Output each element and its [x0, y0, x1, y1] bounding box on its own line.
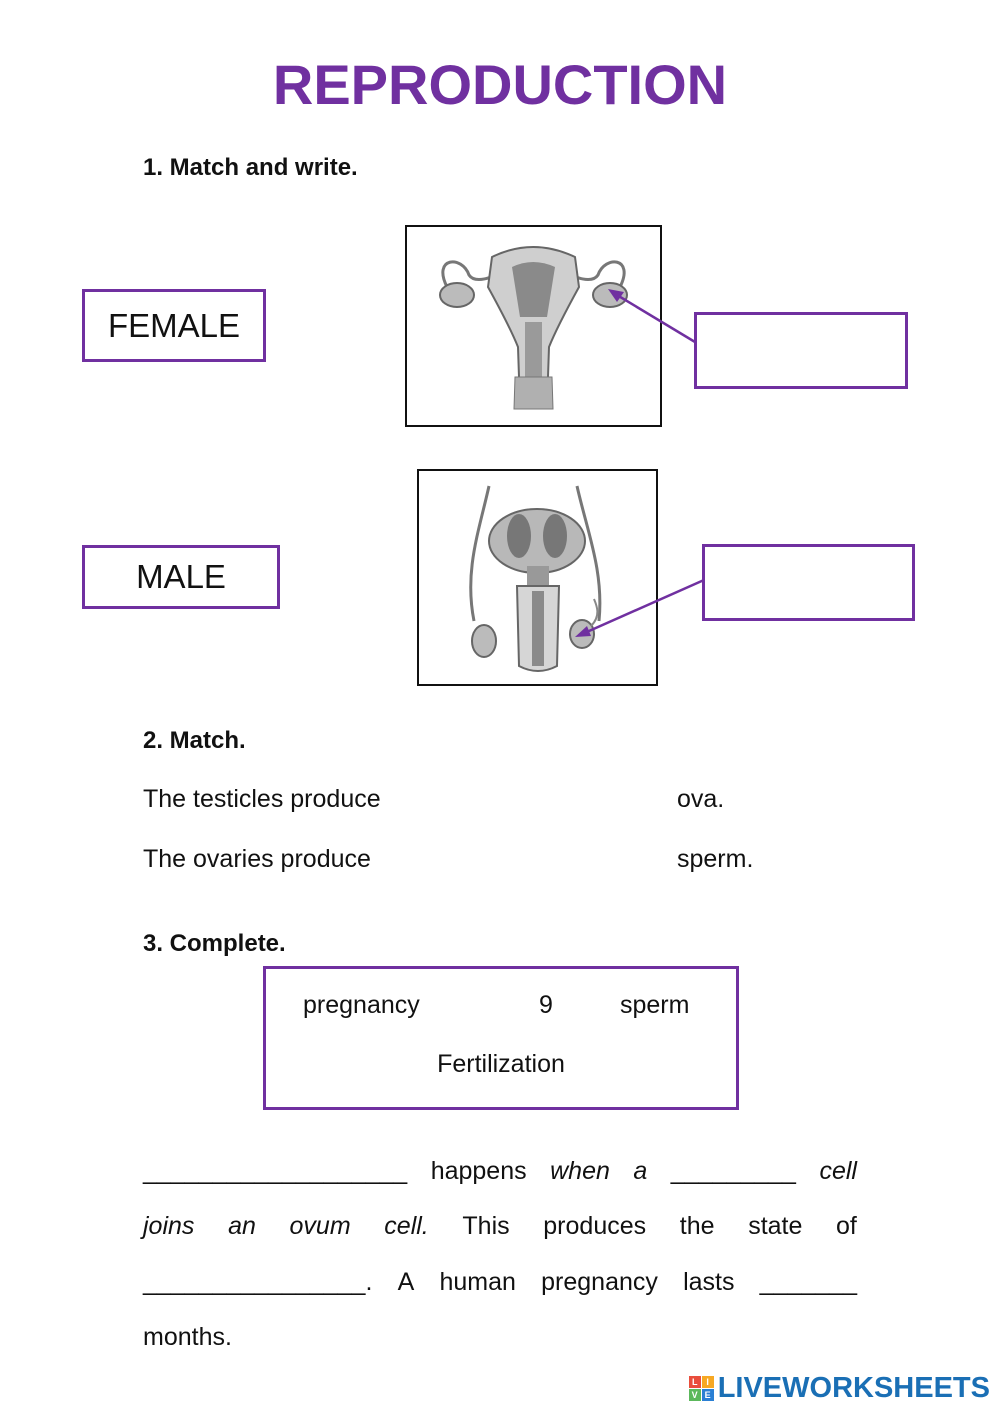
female-pointer-arrow [608, 289, 696, 344]
word-bank-item: pregnancy [303, 991, 420, 1019]
male-label: MALE [82, 545, 280, 609]
section2-heading: 2. Match. [143, 727, 246, 754]
paragraph-word: a [633, 1157, 648, 1185]
brand-mark-letter: V [688, 1389, 701, 1401]
paragraph-word: pregnancy [541, 1268, 658, 1296]
female-label: FEMALE [82, 289, 266, 362]
word-bank-item: Fertilization [437, 1050, 565, 1078]
paragraph-word: produces [543, 1212, 647, 1240]
paragraph-line-2: joins an ovum cell. This produces the st… [143, 1212, 857, 1241]
paragraph-word: when [550, 1157, 610, 1185]
brand-text: LIVEWORKSHEETS [717, 1372, 990, 1404]
male-answer-field[interactable] [702, 544, 915, 621]
paragraph-word: A [397, 1268, 415, 1296]
male-reproductive-illustration [469, 485, 602, 672]
paragraph-word: happens [430, 1157, 527, 1185]
male-pointer-arrow [575, 578, 705, 637]
word-bank-item: 9 [539, 991, 553, 1019]
female-answer-field[interactable] [694, 312, 908, 389]
match-left-2[interactable]: The ovaries produce [143, 845, 371, 873]
brand-mark-icon: L I V E [688, 1376, 714, 1401]
blank-field[interactable]: ___________________ [143, 1157, 408, 1185]
male-anatomy-image [417, 469, 658, 686]
female-anatomy-image [405, 225, 662, 427]
female-reproductive-illustration [439, 246, 628, 410]
paragraph-word: human [439, 1268, 516, 1296]
match-left-1[interactable]: The testicles produce [143, 785, 381, 813]
word-bank-item: sperm [620, 991, 690, 1019]
paragraph-word: the [679, 1212, 715, 1240]
word-bank: pregnancy 9 sperm Fertilization [263, 966, 739, 1110]
blank-field[interactable]: ________________. [143, 1268, 373, 1296]
paragraph-word: of [836, 1212, 857, 1240]
page-title: REPRODUCTION [272, 53, 728, 116]
match-right-2[interactable]: sperm. [677, 845, 754, 873]
paragraph-word: state [748, 1212, 803, 1240]
paragraph-line-1: ___________________ happens when a _____… [143, 1157, 857, 1186]
brand-mark-letter: E [701, 1389, 714, 1401]
section1-heading: 1. Match and write. [143, 154, 358, 181]
paragraph-word: joins [143, 1212, 195, 1240]
liveworksheets-logo: L I V E LIVEWORKSHEETS [688, 1372, 990, 1405]
paragraph-line-4: months. [143, 1323, 232, 1351]
paragraph-word: cell. [384, 1212, 429, 1240]
paragraph-word: an [228, 1212, 256, 1240]
brand-mark-letter: L [688, 1376, 701, 1388]
paragraph-word: cell [819, 1157, 857, 1185]
paragraph-word: ovum [289, 1212, 351, 1240]
brand-mark-letter: I [701, 1376, 714, 1388]
match-right-1[interactable]: ova. [677, 785, 725, 813]
blank-field[interactable]: _______ [759, 1268, 857, 1296]
paragraph-word: lasts [683, 1268, 735, 1296]
paragraph-word: This [462, 1212, 510, 1240]
blank-field[interactable]: _________ [670, 1157, 796, 1185]
paragraph-line-3: ________________. A human pregnancy last… [143, 1268, 857, 1297]
section3-heading: 3. Complete. [143, 930, 286, 957]
